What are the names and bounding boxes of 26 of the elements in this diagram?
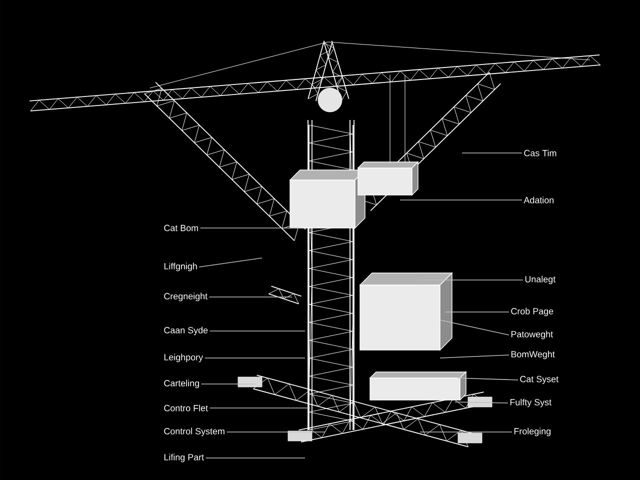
leader-line [209,330,306,332]
part-label: Caan Syde [164,326,208,336]
leader-line [462,152,522,154]
leader-line [440,320,510,336]
leader-line [458,378,518,380]
part-label: Crob Page [511,308,554,316]
part-label: Leighpory [164,354,204,362]
part-label: Unalegt [525,276,556,284]
part-label: Cas Tim [524,150,556,156]
leader-line [198,258,262,268]
part-label: Liffgnigh [164,262,197,272]
part-label: Carteling [164,380,199,388]
part-label: Lifing Part [164,454,204,462]
part-label: Cat Bom [164,224,198,232]
part-label: Fulfty Syst [510,398,552,408]
part-label: Contro Flet [164,404,208,412]
leader-line [454,402,508,404]
part-label: Adation [524,196,554,204]
leader-line [208,296,292,298]
part-label: Cat Syset [520,376,558,384]
part-label: Patoweght [511,330,553,340]
part-label: BomWeght [511,350,555,360]
part-label: Cregneight [164,292,208,302]
part-label: Froleging [514,428,550,436]
leader-line [440,354,510,358]
part-label: Control System [164,428,224,436]
